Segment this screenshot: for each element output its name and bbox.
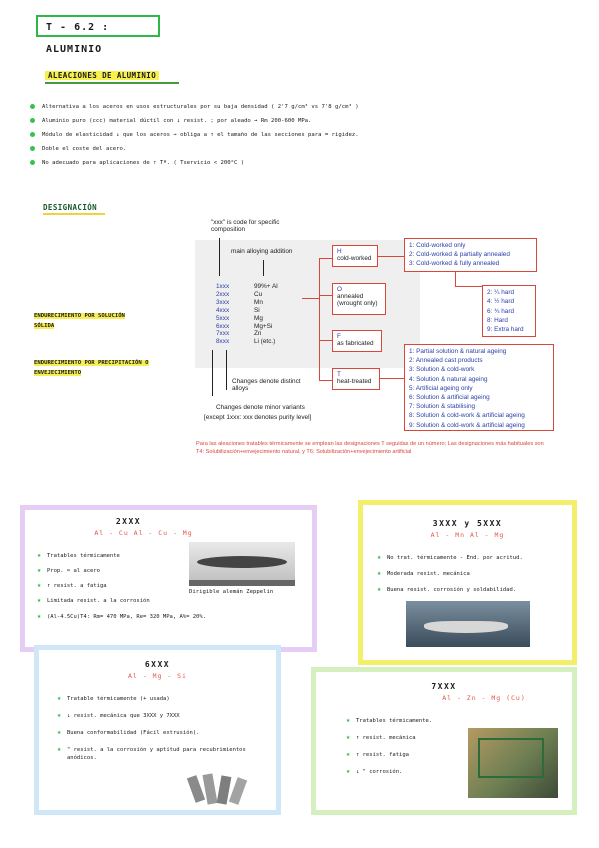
- list-item: ★(Al-4.5Cu)T4: Rm= 470 MPa, Re= 320 MPa,…: [37, 612, 206, 620]
- list-item: ★↓ " corrosión.: [346, 767, 403, 775]
- card-title: 6XXX: [144, 660, 171, 669]
- connector: [455, 286, 482, 288]
- card-6xxx: 6XXX Al - Mg - Si ★Tratable térmicamente…: [34, 645, 281, 815]
- card-7xxx: 7XXX Al - Zn - Mg (Cu) ★Tratables térmic…: [311, 667, 577, 815]
- arrow-line: [219, 238, 220, 276]
- temper-note: Para las aleaciones tratables térmicamen…: [196, 441, 544, 455]
- boat-photo: [406, 601, 530, 647]
- label-precipitation: ENDURECIMIENTO POR PRECIPITACIÓN O ENVEJ…: [34, 360, 149, 376]
- card-title: 3XXX y 5XXX: [432, 519, 503, 528]
- aircraft-structure-photo: [468, 728, 558, 798]
- card-2xxx: 2XXX Al - Cu Al - Cu - Mg ★Tratables tér…: [20, 505, 317, 652]
- h-subdivision-box: 1: Cold-worked only 2: Cold-worked & par…: [404, 238, 537, 272]
- changes-alloys: Changes denote distinct alloys: [232, 378, 301, 392]
- connector: [319, 380, 332, 382]
- connector: [319, 258, 321, 380]
- card-title: 7XXX: [431, 682, 457, 691]
- list-item: ★Prop. ≈ al acero: [37, 566, 100, 574]
- list-item: ★Limitada resist. a la corrosión: [37, 596, 150, 604]
- xxx-note: "xxx" is code for specific composition: [211, 219, 280, 233]
- list-item: Doble el coste del acero.: [30, 145, 552, 153]
- bullet-list: Alternativa a los aceros en usos estruct…: [30, 103, 552, 173]
- list-item: ★↑ resist. fatiga: [346, 750, 409, 758]
- list-item: Módulo de elasticidad ↓ que los aceros →…: [30, 131, 552, 139]
- arrow-line: [263, 260, 264, 276]
- arrow-line: [226, 350, 227, 390]
- section-heading-alloys: ALEACIONES DE ALUMINIO: [45, 71, 160, 80]
- list-item: ★Moderada resist. mecánica: [377, 569, 470, 577]
- card-3xxx-5xxx: 3XXX y 5XXX Al - Mn Al - Mg ★No trat. té…: [358, 500, 577, 665]
- list-item: Aluminio puro (ccc) material dúctil con …: [30, 117, 552, 125]
- t-subdivision-box: 1: Partial solution & natural ageing 2: …: [404, 344, 554, 431]
- connector: [378, 256, 404, 258]
- connector: [455, 272, 457, 286]
- list-item: ★Tratable térmicamente (+ usada): [57, 694, 170, 702]
- main-addition-label: main alloying addition: [231, 248, 293, 255]
- connector: [380, 378, 404, 380]
- card-subtitle: Al - Zn - Mg (Cu): [442, 694, 526, 702]
- changes-minor: Changes denote minor variants: [216, 404, 305, 411]
- connector: [319, 295, 332, 297]
- section-underline: [45, 82, 179, 84]
- list-item: ★Tratables térmicamente: [37, 551, 120, 559]
- connector: [319, 258, 332, 260]
- connector: [302, 298, 320, 300]
- card-title: 2XXX: [115, 517, 142, 526]
- list-item: ★Buena conformabilidad (Fácil extrusión)…: [57, 728, 200, 736]
- section-heading-designation: DESIGNACIÓN: [43, 203, 98, 212]
- except-note: [except 1xxx: xxx denotes purity level]: [204, 414, 312, 421]
- list-item: ★↓ resist. mecánica que 3XXX y 7XXX: [57, 711, 180, 719]
- connector: [319, 340, 332, 342]
- label-solid-solution: ENDURECIMIENTO POR SOLUCIÓN SÓLIDA: [34, 313, 125, 329]
- card-subtitle: Al - Mn Al - Mg: [430, 531, 505, 539]
- extrusion-photo: [186, 772, 249, 808]
- photo-caption: Dirigible alemán Zeppelin: [189, 589, 274, 595]
- list-item: No adecuado para aplicaciones de ↑ Tª. (…: [30, 159, 552, 167]
- card-subtitle: Al - Mg - Si: [128, 672, 187, 680]
- list-item: ★" resist. a la corrosión y aptitud para…: [57, 745, 246, 761]
- list-item: ★↑ resist. mecánica: [346, 733, 416, 741]
- page-title: T - 6.2 : ALUMINIO: [36, 15, 160, 55]
- list-item: ★Tratables térmicamente.: [346, 716, 433, 724]
- list-item: Alternativa a los aceros en usos estruct…: [30, 103, 552, 111]
- section-underline: [43, 213, 105, 215]
- list-item: ★Buena resist. corrosión y soldabilidad.: [377, 585, 517, 593]
- list-item: ★↑ resist. a fatiga: [37, 581, 107, 589]
- list-item: ★No trat. térmicamente - End. por acritu…: [377, 553, 523, 561]
- zeppelin-photo: [189, 542, 295, 586]
- card-subtitle: Al - Cu Al - Cu - Mg: [94, 529, 193, 537]
- hardness-box: 2: ¼ hard 4: ½ hard 6: ¾ hard 8: Hard 9:…: [482, 285, 536, 337]
- arrow-line: [212, 350, 213, 396]
